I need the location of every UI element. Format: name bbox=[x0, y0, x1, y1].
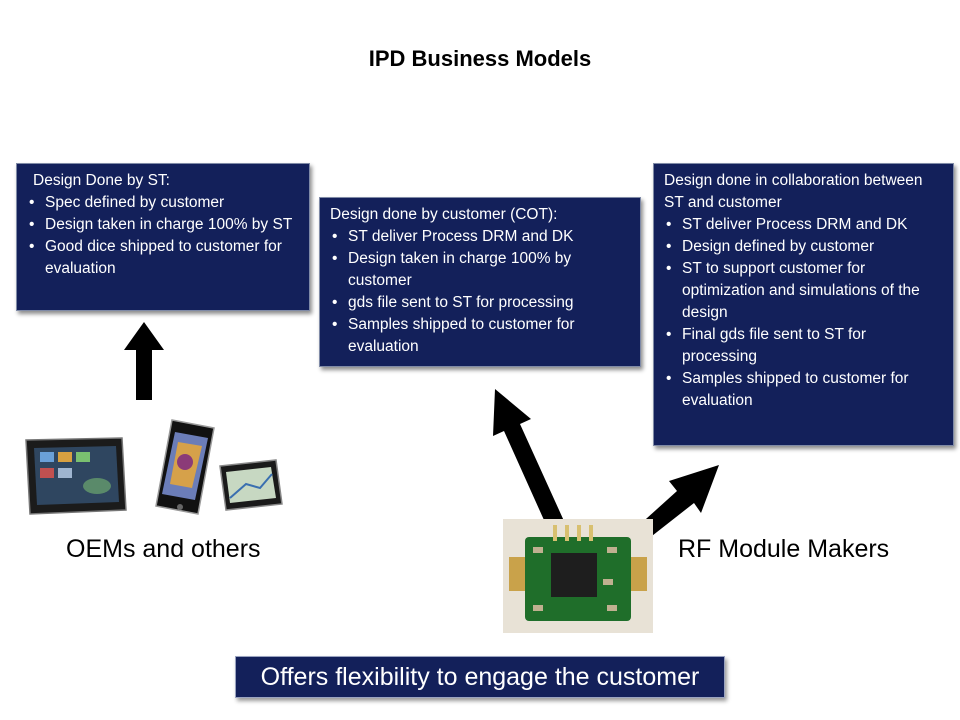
list-item: Spec defined by customer bbox=[29, 192, 299, 214]
box-st-heading: Design Done by ST: bbox=[33, 172, 170, 189]
list-item: ST to support customer for optimization … bbox=[666, 258, 943, 324]
box-design-in-collaboration: Design done in collaboration between ST … bbox=[653, 163, 954, 446]
box-st-list: Spec defined by customer Design taken in… bbox=[27, 192, 299, 280]
list-item: gds file sent to ST for processing bbox=[332, 292, 630, 314]
list-item: Design taken in charge 100% by ST bbox=[29, 214, 299, 236]
label-rf-module-makers: RF Module Makers bbox=[678, 535, 890, 563]
list-item: ST deliver Process DRM and DK bbox=[666, 214, 943, 236]
list-item: ST deliver Process DRM and DK bbox=[332, 226, 630, 248]
oem-devices-image bbox=[25, 419, 283, 515]
label-oems: OEMs and others bbox=[66, 535, 261, 563]
tablet-icon bbox=[25, 437, 127, 515]
smartphone-icon bbox=[155, 419, 215, 515]
box-collab-heading: Design done in collaboration between ST … bbox=[664, 172, 923, 211]
list-item: Samples shipped to customer for evaluati… bbox=[332, 314, 630, 358]
rf-module-image bbox=[503, 519, 653, 633]
box-design-by-customer: Design done by customer (COT): ST delive… bbox=[319, 197, 641, 367]
list-item: Samples shipped to customer for evaluati… bbox=[666, 368, 943, 412]
box-design-by-st: Design Done by ST: Spec defined by custo… bbox=[16, 163, 310, 311]
list-item: Design taken in charge 100% by customer bbox=[332, 248, 630, 292]
box-cot-list: ST deliver Process DRM and DK Design tak… bbox=[330, 226, 630, 358]
arrow-module-to-cot bbox=[493, 389, 564, 529]
arrow-up-oem bbox=[124, 322, 164, 400]
box-cot-heading: Design done by customer (COT): bbox=[330, 206, 558, 223]
list-item: Design defined by customer bbox=[666, 236, 943, 258]
flexibility-banner: Offers flexibility to engage the custome… bbox=[235, 656, 725, 698]
pcb-icon bbox=[509, 525, 647, 621]
gps-device-icon bbox=[219, 459, 283, 511]
list-item: Good dice shipped to customer for evalua… bbox=[29, 236, 299, 280]
list-item: Final gds file sent to ST for processing bbox=[666, 324, 943, 368]
page-title: IPD Business Models bbox=[368, 46, 592, 71]
box-collab-list: ST deliver Process DRM and DK Design def… bbox=[664, 214, 943, 412]
